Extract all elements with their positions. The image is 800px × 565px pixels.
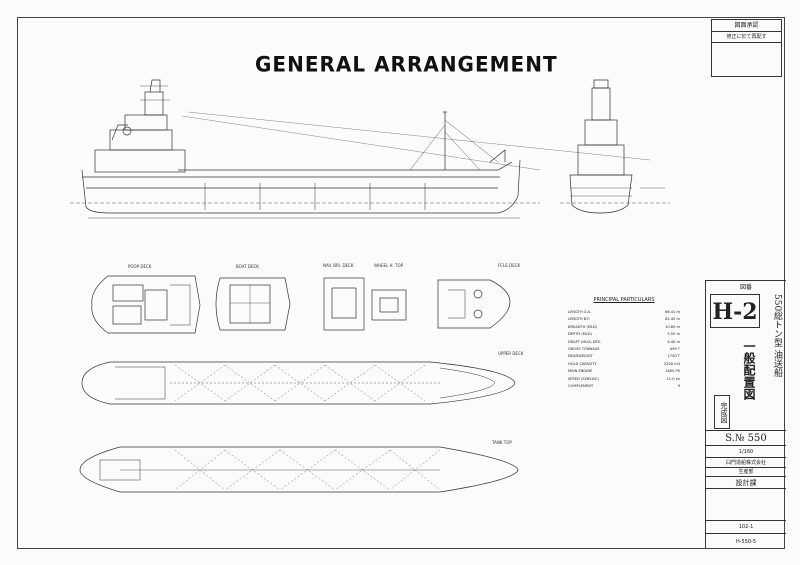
title-block: 図番 H-2 550総トン型 油送船 一般配置図 完成図 S.№ 550 1/1… xyxy=(705,280,786,549)
boat-deck-plan xyxy=(215,277,291,331)
upper-deck-plan xyxy=(81,361,516,405)
dwg-no-label: 図番 xyxy=(706,280,786,294)
particulars-row: SPEED (SERVICE)11.0 kn xyxy=(568,376,680,381)
particulars-row: DEPTH (MLD)5.55 m xyxy=(568,332,680,337)
ref-number-2: H-550-5 xyxy=(706,533,786,549)
label-fcle-deck: FCLE DECK xyxy=(498,263,521,268)
drawing-name: 一般配置図 xyxy=(742,340,756,400)
label-boat-deck: BOAT DECK xyxy=(236,264,259,269)
fcle-deck-plan xyxy=(437,279,511,329)
nav-bridge-deck-plan xyxy=(323,277,365,331)
stamp-sub: 修正に於て再配す xyxy=(712,32,781,43)
particulars-heading: PRINCIPAL PARTICULARS xyxy=(593,297,655,303)
dwg-no: H-2 xyxy=(710,294,760,328)
serial-number: S.№ 550 xyxy=(706,430,786,445)
particulars-row: LENGTH O.A.66.41 m xyxy=(568,310,680,314)
label-wheel-h-top: WHEEL H. TOP xyxy=(374,263,404,268)
label-poop-deck: POOP DECK xyxy=(128,264,152,269)
particulars-row: DRAFT (MLD) DES.4.40 m xyxy=(568,339,680,344)
label-tank-top: TANK TOP xyxy=(492,440,512,445)
scale: 1/160 xyxy=(706,445,786,457)
ship-type: 550総トン型 油送船 xyxy=(772,294,782,378)
department: 生産部 xyxy=(706,467,786,476)
front-elevation xyxy=(560,79,670,214)
status-badge: 完成図 xyxy=(714,395,730,429)
ref-number-1: 102-1 xyxy=(706,520,786,533)
label-upper-deck: UPPER DECK xyxy=(498,351,524,356)
particulars-row: BREADTH (MLD)10.80 m xyxy=(568,324,680,329)
label-nav-bri-deck: NAV. BRI. DECK xyxy=(323,263,354,268)
poop-deck-plan xyxy=(91,275,201,334)
drawing-title: GENERAL ARRANGEMENT xyxy=(255,51,558,77)
principal-particulars: PRINCIPAL PARTICULARS LENGTH O.A.66.41 m… xyxy=(568,297,680,390)
profile-view xyxy=(70,79,651,219)
wheel-house-top-plan xyxy=(371,289,407,321)
stamp-header: 図面承認 xyxy=(712,20,781,32)
drawing-border xyxy=(17,17,785,549)
signature-grid xyxy=(706,488,786,520)
design-section: 設計課 xyxy=(706,476,786,488)
tank-top-plan xyxy=(79,446,519,493)
company: 臼門造船株式会社 xyxy=(706,457,786,467)
approval-stamp: 図面承認 修正に於て再配す xyxy=(711,19,782,77)
particulars-row: LENGTH B.P.62.40 m xyxy=(568,317,680,322)
